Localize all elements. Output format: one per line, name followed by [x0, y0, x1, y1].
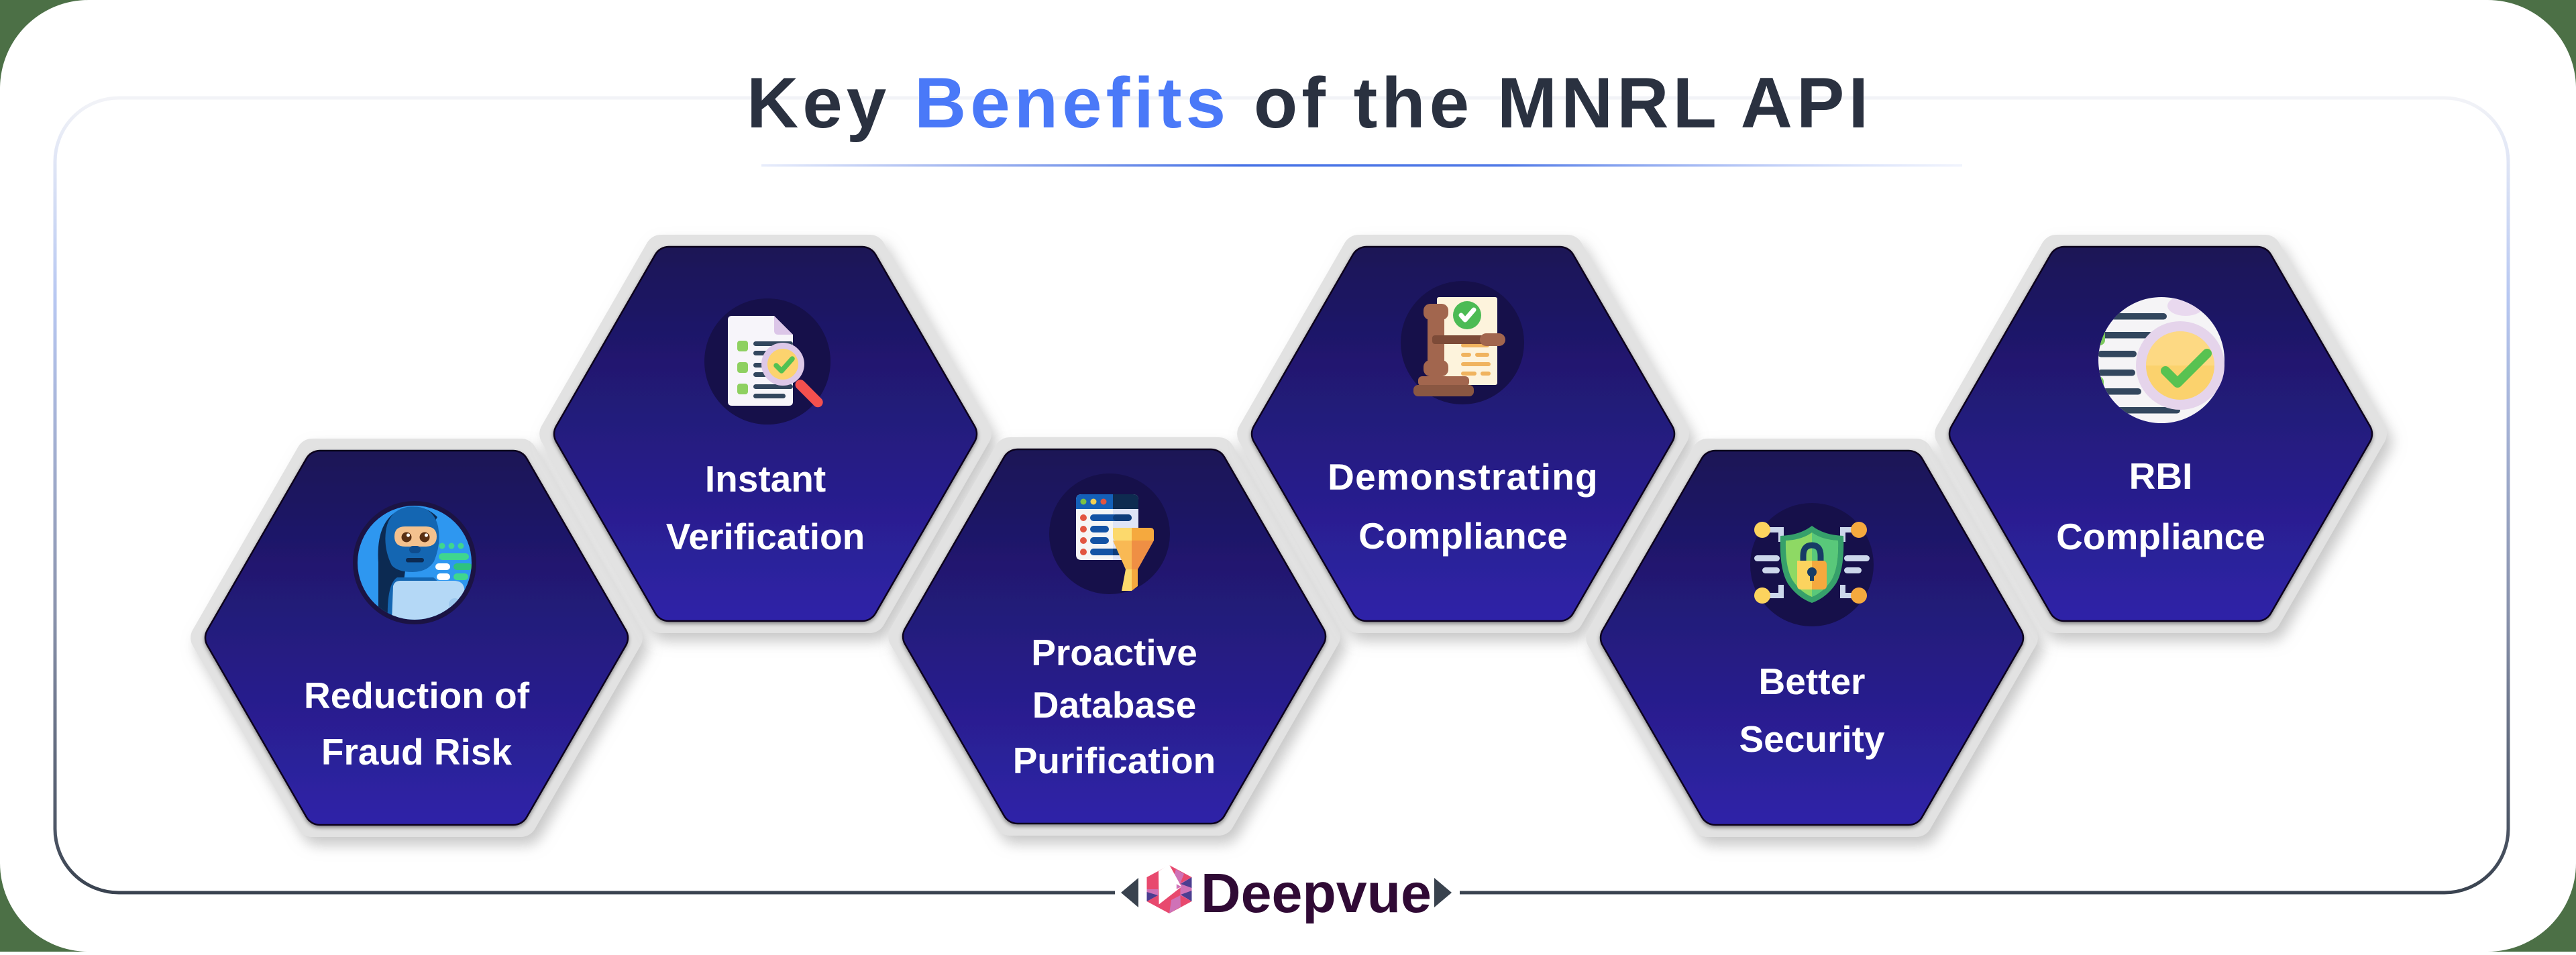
svg-text:Purification: Purification: [1013, 740, 1216, 781]
svg-text:Compliance: Compliance: [2056, 516, 2265, 557]
svg-text:Verification: Verification: [666, 516, 865, 557]
svg-text:Better: Better: [1759, 661, 1866, 702]
svg-text:Reduction of: Reduction of: [304, 675, 530, 716]
svg-text:RBI: RBI: [2129, 455, 2193, 497]
svg-text:Deepvue: Deepvue: [1201, 862, 1432, 924]
svg-text:Key Benefits of the MNRL API: Key Benefits of the MNRL API: [747, 62, 1872, 143]
svg-text:Instant: Instant: [705, 458, 826, 500]
svg-text:Compliance: Compliance: [1358, 515, 1568, 557]
svg-text:Fraud Risk: Fraud Risk: [321, 731, 513, 773]
svg-text:Proactive: Proactive: [1031, 632, 1197, 673]
svg-text:Security: Security: [1739, 718, 1884, 760]
svg-text:Demonstrating: Demonstrating: [1328, 456, 1599, 498]
svg-text:Database: Database: [1032, 684, 1197, 726]
